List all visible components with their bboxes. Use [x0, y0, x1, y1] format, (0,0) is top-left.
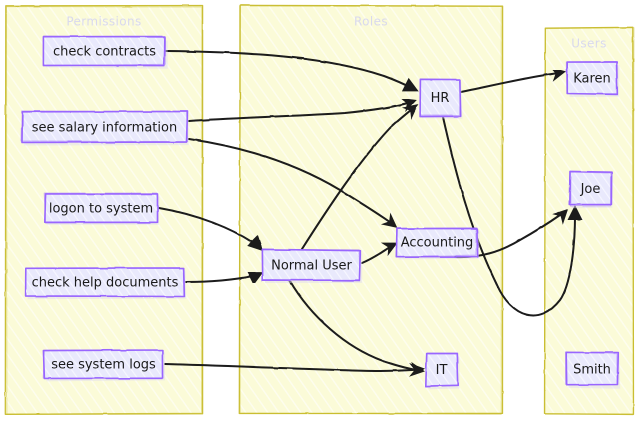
- node-normal_user[interactable]: Normal User: [262, 249, 362, 283]
- node-background-see_salary: [22, 112, 187, 142]
- node-background-logon_to_system: [45, 194, 157, 222]
- node-accounting[interactable]: Accounting: [396, 228, 479, 259]
- group-title-users: Users: [571, 37, 607, 51]
- node-see_salary[interactable]: see salary information: [21, 111, 189, 146]
- node-joe[interactable]: Joe: [570, 171, 613, 208]
- node-hr[interactable]: HR: [420, 79, 462, 119]
- node-it[interactable]: IT: [426, 353, 460, 389]
- group-title-permissions: Permissions: [66, 15, 141, 29]
- node-background-check_help_documents: [26, 268, 184, 296]
- node-check_help_documents[interactable]: check help documents: [26, 268, 187, 299]
- node-background-hr: [420, 79, 460, 116]
- node-background-see_system_logs: [44, 350, 163, 378]
- node-background-karen: [567, 62, 617, 94]
- node-background-it: [426, 353, 457, 386]
- node-check_contracts[interactable]: check contracts: [43, 36, 168, 69]
- node-see_system_logs[interactable]: see system logs: [43, 350, 165, 381]
- node-logon_to_system[interactable]: logon to system: [44, 193, 159, 225]
- node-background-normal_user: [263, 250, 360, 280]
- node-background-accounting: [397, 228, 477, 256]
- node-background-joe: [570, 172, 611, 205]
- node-background-smith: [566, 353, 618, 385]
- node-karen[interactable]: Karen: [566, 62, 619, 97]
- node-background-check_contracts: [44, 37, 165, 65]
- group-title-roles: Roles: [354, 15, 388, 29]
- node-smith[interactable]: Smith: [565, 352, 620, 389]
